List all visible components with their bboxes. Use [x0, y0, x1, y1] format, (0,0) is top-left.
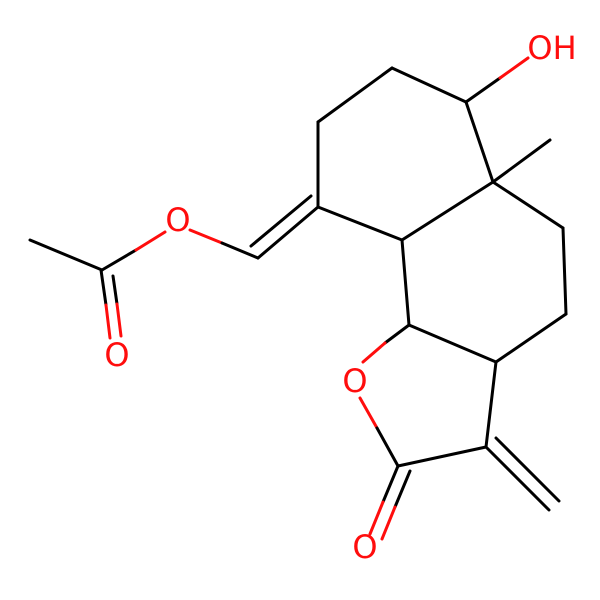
bond-central-ring-bottom [407, 323, 498, 364]
bond-acetyl-carbonyl-a-red [104, 303, 112, 340]
bond-central-ring-left [400, 238, 411, 327]
bond-central-ring-right [561, 226, 568, 316]
ester-oxygen-label: O [165, 201, 190, 239]
bond-angular-methyl [491, 138, 552, 184]
bond-lactone-carbonyl-b [393, 469, 412, 509]
bond-lactone-carbonyl-to-alpha-carbon [396, 445, 488, 468]
bond-acetyl-carbonyl-a [99, 268, 108, 307]
bond-lactone-oxygen-to-carbonyl-red [358, 396, 379, 430]
bond-acetyl-methyl [28, 238, 104, 272]
bond-central-ring-lower-right [494, 312, 568, 364]
bond-alpha-carbon-to-ring [484, 360, 498, 449]
bond-central-ring-upper-right [491, 180, 565, 230]
bond-ester-oxygen-to-vinyl [220, 241, 260, 260]
bond-exocyclic-alkene-a [256, 205, 320, 260]
bond-ring-top [316, 66, 394, 124]
hydroxyl-label: OH [527, 29, 576, 67]
bond-exocyclic-methylene-a [484, 445, 551, 512]
bond-hydroxyl-oxygen-red [498, 56, 530, 80]
ring-oxygen-label: O [342, 362, 367, 400]
bond-lactone-oxygen-to-carbonyl [375, 426, 400, 468]
bond-acetyl-carbon-to-ester-oxygen [100, 248, 138, 272]
bond-exocyclic-alkene-b [249, 194, 313, 248]
bond-lactone-carbonyl-a-red [368, 500, 385, 536]
bond-hydroxyl-carbon [464, 76, 502, 104]
bond-acetyl-carbonyl-b-red [115, 302, 123, 338]
bond-ring-top-right [390, 66, 468, 104]
bond-exocyclic-methylene-b [494, 436, 561, 503]
bond-lactone-oxygen-carbon-red [361, 341, 387, 364]
bond-acetyl-carbonyl-b [111, 274, 119, 306]
bond-lactone-carbonyl-b-red [380, 505, 397, 541]
acetyl-carbonyl-oxygen-label: O [104, 336, 129, 374]
bond-ring-right-upper [464, 100, 495, 184]
bond-lactone-oxygen-carbon [383, 323, 411, 345]
bond-ester-oxygen-to-vinyl-red [188, 228, 224, 245]
bond-ring-left-lower [316, 205, 404, 242]
bond-ring-right-lower [400, 180, 495, 242]
bond-acetyl-carbon-to-ester-oxygen-red [134, 230, 167, 252]
bond-lactone-carbonyl-a [381, 464, 400, 504]
lactone-carbonyl-oxygen-label: O [352, 528, 377, 566]
